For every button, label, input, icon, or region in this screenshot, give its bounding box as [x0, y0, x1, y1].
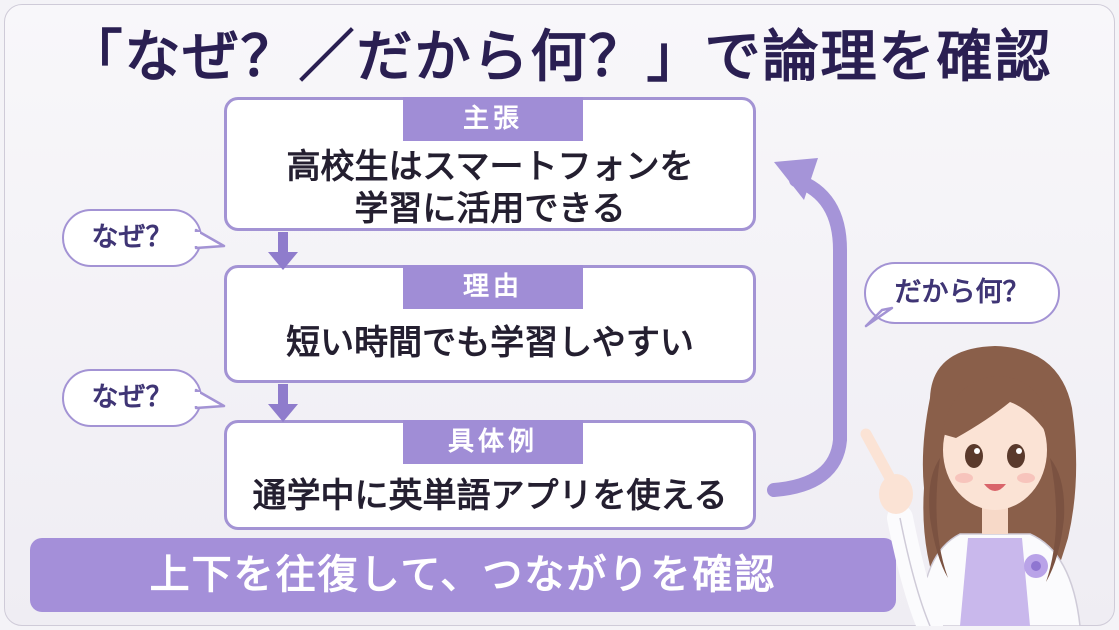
reason-text: 短い時間でも学習しやすい [286, 323, 694, 363]
page-title: 「なぜ？／だから何？」で論理を確認 [66, 25, 1053, 90]
teacher-illustration [860, 346, 1081, 626]
claim-box: 主張 高校生はスマートフォンを 学習に活用できる [224, 97, 756, 231]
why-bubble: なぜ？ [62, 369, 202, 427]
claim-text-line1: 高校生はスマートフォンを [286, 147, 694, 187]
why-bubble-text: なぜ？ [91, 382, 173, 413]
example-box: 具体例 通学中に英単語アプリを使える [224, 420, 756, 530]
reason-label: 理由 [403, 265, 583, 309]
example-label: 具体例 [403, 420, 583, 464]
return-arrow-icon [767, 158, 847, 497]
so-what-bubble: だから何？ [864, 262, 1060, 324]
down-arrow-icon [268, 232, 298, 272]
claim-label: 主張 [403, 97, 583, 141]
why-bubble: なぜ？ [62, 209, 202, 267]
claim-text-line2: 学習に活用できる [354, 189, 626, 229]
why-bubble-tail-icon [194, 388, 226, 410]
so-what-bubble-tail-icon [864, 306, 894, 328]
down-arrow-icon [268, 384, 298, 424]
reason-box: 理由 短い時間でも学習しやすい [224, 265, 756, 383]
why-bubble-tail-icon [194, 228, 226, 250]
summary-banner: 上下を往復して、つながりを確認 [30, 538, 896, 612]
why-bubble-text: なぜ？ [91, 222, 173, 253]
example-text: 通学中に英単語アプリを使える [252, 476, 728, 516]
so-what-bubble-text: だから何？ [894, 277, 1030, 308]
